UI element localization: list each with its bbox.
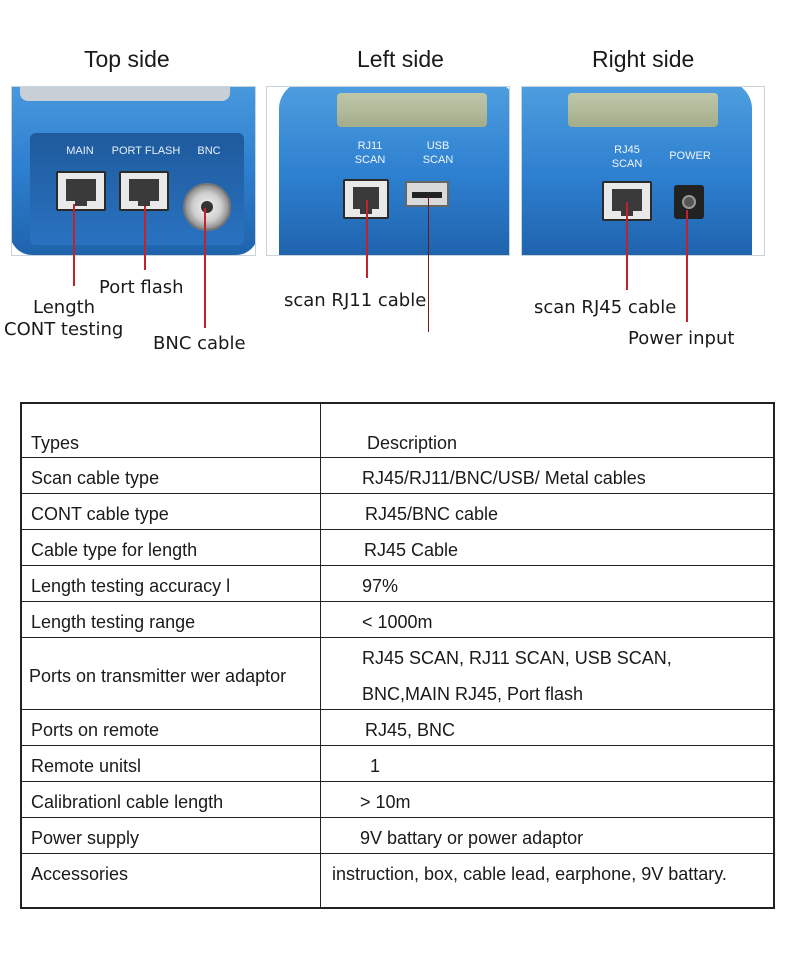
right-side-heading: Right side [592,46,695,72]
row-type: Power supply [31,828,140,848]
rj11-label: RJ11 [357,140,383,152]
bnc-cable-callout: BNC cable [153,333,246,354]
types-header: Types [31,433,80,453]
row-type: CONT cable type [31,504,169,524]
rj45-scan-port-label: RJ45 SCAN [606,143,648,171]
table-row: Remote unitsl 1 [22,746,773,782]
row-description-line2: BNC,MAIN RJ45, Port flash [362,684,584,704]
table-row: Accessories instruction, box, cable lead… [22,854,773,907]
usb-label: USB [426,140,450,152]
cont-testing-callout: CONT testing [4,319,124,340]
table-header-row: Types Description [22,404,773,458]
rj45-scan-label: SCAN [611,158,643,170]
row-description: instruction, box, cable lead, earphone, … [332,864,727,884]
row-type: Accessories [31,864,129,884]
main-port-label: MAIN [66,145,94,157]
row-description: RJ45/BNC cable [365,504,499,524]
row-description: > 10m [360,792,411,812]
left-side-photo: RJ11 SCAN USB SCAN [266,86,510,256]
port-flash-callout: Port flash [99,277,184,298]
scan-rj45-callout: scan RJ45 cable [534,297,677,318]
row-type: Length testing range [31,612,196,632]
table-row: Length testing accuracy l 97% [22,566,773,602]
usb-pointer-line [428,196,429,332]
power-port-label: POWER [669,150,711,162]
length-pointer-line [73,204,75,286]
power-jack [674,185,704,219]
usb-port [405,181,449,207]
row-description: < 1000m [362,612,433,632]
port-flash-pointer-line [144,206,146,270]
table-row: Ports on remote RJ45, BNC [22,710,773,746]
row-type: Length testing accuracy l [31,576,231,596]
row-description: RJ45/RJ11/BNC/USB/ Metal cables [362,468,646,488]
bnc-pointer-line [204,208,206,328]
rj45-label: RJ45 [614,144,640,156]
table-row: CONT cable type RJ45/BNC cable [22,494,773,530]
table-row: Scan cable type RJ45/RJ11/BNC/USB/ Metal… [22,458,773,494]
table-row: Ports on transmitter wer adaptor RJ45 SC… [22,638,773,710]
usb-port-label: USB SCAN [417,139,459,167]
table-row: Length testing range < 1000m [22,602,773,638]
power-input-callout: Power input [628,328,735,349]
row-description: RJ45 SCAN, RJ11 SCAN, USB SCAN, [362,648,672,668]
rj45-pointer-line [626,202,628,290]
row-type: Remote unitsl [31,756,142,776]
left-side-heading: Left side [357,46,444,72]
rj11-port-label: RJ11 SCAN [349,139,391,167]
top-side-heading: Top side [84,46,170,72]
row-type: Ports on remote [31,720,160,740]
row-type: Calibrationl cable length [31,792,224,812]
top-side-photo: MAIN PORT FLASH BNC [11,86,256,256]
row-description: RJ45, BNC [365,720,456,740]
bnc-port-label: BNC [197,145,221,157]
rj11-scan-label: SCAN [354,154,386,166]
power-pointer-line [686,210,688,322]
column-divider [320,404,321,907]
port-flash-rj45-port [119,171,169,211]
top-edge [20,87,230,101]
row-type: Cable type for length [31,540,198,560]
spec-table: Types Description Scan cable type RJ45/R… [20,402,775,909]
table-row: Power supply 9V battary or power adaptor [22,818,773,854]
row-description: 9V battary or power adaptor [360,828,584,848]
description-header: Description [367,433,458,453]
scan-rj11-callout: scan RJ11 cable [284,290,427,311]
row-description: 1 [370,756,381,776]
bnc-connector [183,183,231,231]
row-description: RJ45 Cable [364,540,459,560]
usb-scan-label: SCAN [422,154,454,166]
length-callout: Length [33,297,96,318]
table-row: Calibrationl cable length > 10m [22,782,773,818]
main-rj45-port [56,171,106,211]
rj11-pointer-line [366,200,368,278]
port-flash-label: PORT FLASH [111,145,181,157]
lcd-screen-edge [568,93,718,127]
lcd-screen-edge [337,93,487,127]
row-type: Scan cable type [31,468,160,488]
row-type: Ports on transmitter wer adaptor [29,666,287,686]
table-row: Cable type for length RJ45 Cable [22,530,773,566]
right-side-photo: RJ45 SCAN POWER [521,86,765,256]
row-description: 97% [362,576,399,596]
